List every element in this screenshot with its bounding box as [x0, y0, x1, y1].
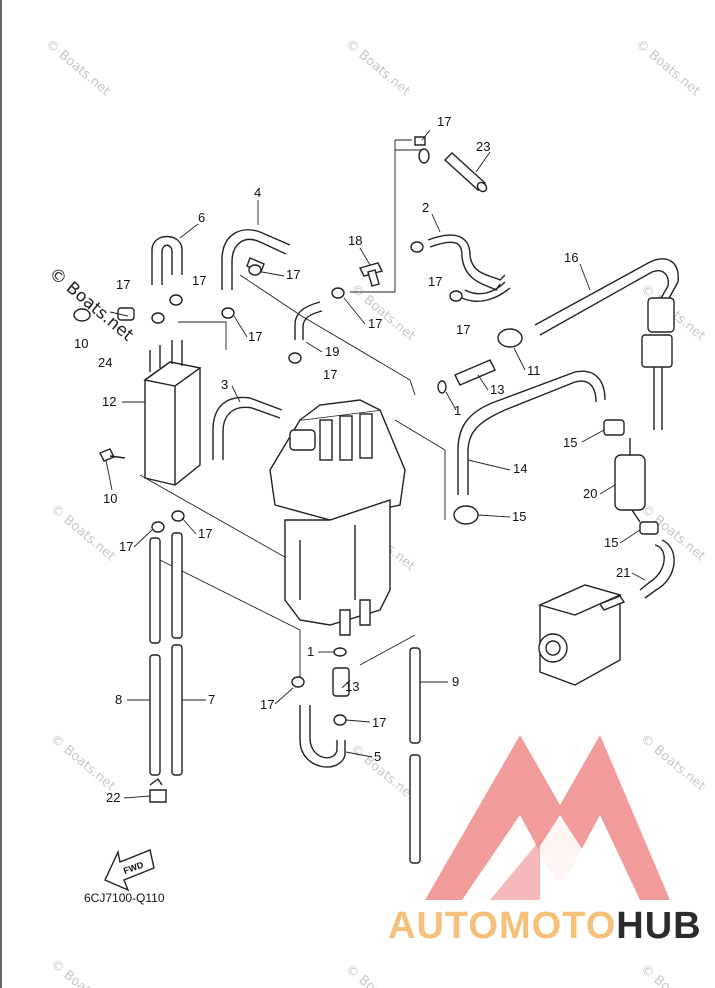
callout-17: 17: [192, 273, 206, 288]
watermark: © Boats.net: [342, 962, 412, 988]
watermark: © Boats.net: [637, 962, 707, 988]
callouts: 23 17 2 4 6 18 16 17 17 17 17 10 24 17 1…: [74, 114, 630, 805]
callout-17: 17: [116, 277, 130, 292]
callout-13: 13: [490, 382, 504, 397]
callout-9: 9: [452, 674, 459, 689]
callout-6: 6: [198, 210, 205, 225]
callout-17: 17: [260, 697, 274, 712]
callout-leaders: [105, 129, 646, 799]
oring-1-upper: [437, 380, 447, 394]
connector-13-upper: [454, 359, 496, 386]
joint-18: [358, 262, 384, 277]
watermark: © Boats.net: [342, 37, 412, 99]
callout-18: 18: [348, 233, 362, 248]
callout-17: 17: [372, 715, 386, 730]
callout-3: 3: [221, 377, 228, 392]
watermark: © Boats.net: [42, 37, 112, 99]
callout-17: 17: [119, 539, 133, 554]
callout-24: 24: [98, 355, 112, 370]
callout-21: 21: [616, 565, 630, 580]
watermark: © Boats.net: [637, 732, 707, 794]
vapor-separator: [269, 399, 406, 636]
watermark: © Boats.net: [47, 502, 117, 564]
watermark: © Boats.net: [47, 732, 117, 794]
callout-17: 17: [368, 316, 382, 331]
watermark: © Boats.net: [632, 37, 702, 99]
clamp-15-upper: [603, 419, 625, 436]
hose-19: [294, 301, 321, 340]
hose-9: [409, 647, 421, 744]
fwd-arrow: FWD: [104, 849, 155, 892]
callout-17: 17: [428, 274, 442, 289]
parts: FWD: [73, 136, 679, 892]
callout-19: 19: [325, 344, 339, 359]
connector-13-lower: [332, 667, 350, 697]
callout-15: 15: [604, 535, 618, 550]
filter-bracket-12: [143, 340, 202, 486]
callout-17: 17: [323, 367, 337, 382]
brand-text: AUTOMOTOHUB: [388, 905, 702, 947]
watermark: © Boats.net: [47, 957, 117, 988]
hose-16: [534, 258, 679, 326]
callout-7: 7: [208, 692, 215, 707]
hose-3: [212, 396, 283, 460]
callout-17: 17: [248, 329, 262, 344]
callout-17: 17: [437, 114, 451, 129]
bolt-10-lower: [99, 448, 115, 462]
logo-mark: [425, 735, 670, 900]
callout-5: 5: [374, 749, 381, 764]
fuel-filter-20: [614, 438, 646, 523]
watermark: © Boats.net: [347, 282, 417, 344]
clamp-11: [497, 328, 523, 348]
brand-text-dark: HUB: [616, 905, 701, 947]
hose-6: [151, 235, 183, 285]
fuel-pump: [537, 584, 626, 686]
hose-4: [221, 229, 291, 290]
hose-14: [457, 370, 606, 495]
callout-10: 10: [103, 491, 117, 506]
brand-logo: AUTOMOTOHUB: [388, 735, 702, 947]
callout-15: 15: [563, 435, 577, 450]
callout-15: 15: [512, 509, 526, 524]
hoses-8-7: [149, 532, 183, 776]
callout-4: 4: [254, 185, 261, 200]
callout-14: 14: [513, 461, 527, 476]
callout-2: 2: [422, 200, 429, 215]
callout-17: 17: [198, 526, 212, 541]
hose-21: [639, 544, 665, 591]
leader-lines: [139, 139, 446, 680]
callout-23: 23: [476, 139, 490, 154]
watermark-dark: © Boats.net: [45, 264, 138, 346]
callout-13: 13: [345, 679, 359, 694]
hose-5: [299, 705, 346, 768]
hose-2: [427, 234, 506, 281]
callout-8: 8: [115, 692, 122, 707]
callout-20: 20: [583, 486, 597, 501]
oring-1-lower: [333, 647, 347, 657]
callout-1: 1: [307, 644, 314, 659]
callout-12: 12: [102, 394, 116, 409]
brand-text-light: AUTOMOTO: [388, 905, 616, 947]
bolt-10-upper: [73, 308, 91, 322]
fitting-22: [149, 777, 167, 803]
diagram-code: 6CJ7100-Q110: [84, 891, 165, 905]
watermark: © Boats.net: [347, 742, 417, 804]
callout-11: 11: [527, 363, 541, 378]
callout-22: 22: [106, 790, 120, 805]
callout-16: 16: [564, 250, 578, 265]
callout-17: 17: [286, 267, 300, 282]
clamp-15-mid: [639, 521, 659, 535]
hose-23: [443, 152, 487, 191]
callout-1: 1: [454, 403, 461, 418]
clamp-15-lower: [453, 505, 479, 525]
callout-17: 17: [456, 322, 470, 337]
callout-10: 10: [74, 336, 88, 351]
